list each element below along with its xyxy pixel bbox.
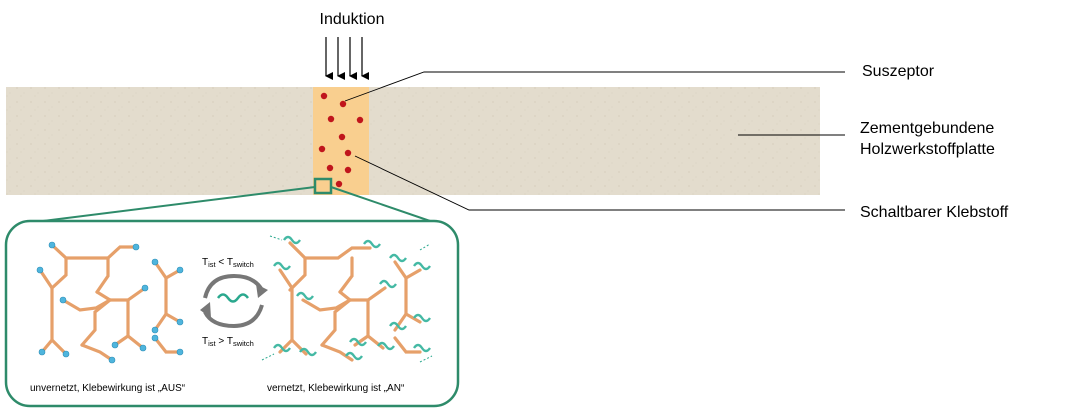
adhesive-leader xyxy=(354,155,845,211)
cycle-arrow-top xyxy=(203,273,264,299)
uncrosslinked-caption: unvernetzt, Klebewirkung ist „AUS“ xyxy=(30,383,185,394)
board-label-line1: Zementgebundene xyxy=(860,120,994,137)
leader-lines xyxy=(344,71,845,211)
board-label-line2: Holzwerkstoffplatte xyxy=(860,141,995,158)
crosslinked-network xyxy=(261,235,433,363)
susceptor-leader xyxy=(344,71,845,102)
cement-bonded-board xyxy=(6,87,820,195)
induction-arrows xyxy=(325,37,369,80)
susceptor-label: Suszeptor xyxy=(862,63,935,80)
inset-panel xyxy=(4,219,460,408)
cycle-arrow-bottom xyxy=(203,304,264,329)
zoom-box xyxy=(313,177,333,195)
adhesive-label: Schaltbarer Klebstoff xyxy=(860,204,1009,221)
crosslinked-caption: vernetzt, Klebewirkung ist „AN“ xyxy=(267,383,404,394)
switch-cycle xyxy=(200,273,268,329)
condition-below-switch: Tist < Tswitch xyxy=(202,257,254,269)
zoom-connectors xyxy=(34,186,434,223)
condition-above-switch: Tist > Tswitch xyxy=(202,336,254,348)
susceptor-particles xyxy=(318,92,364,188)
uncrosslinked-network xyxy=(36,241,184,364)
switch-molecule xyxy=(216,293,250,303)
induction-label: Induktion xyxy=(320,11,385,28)
